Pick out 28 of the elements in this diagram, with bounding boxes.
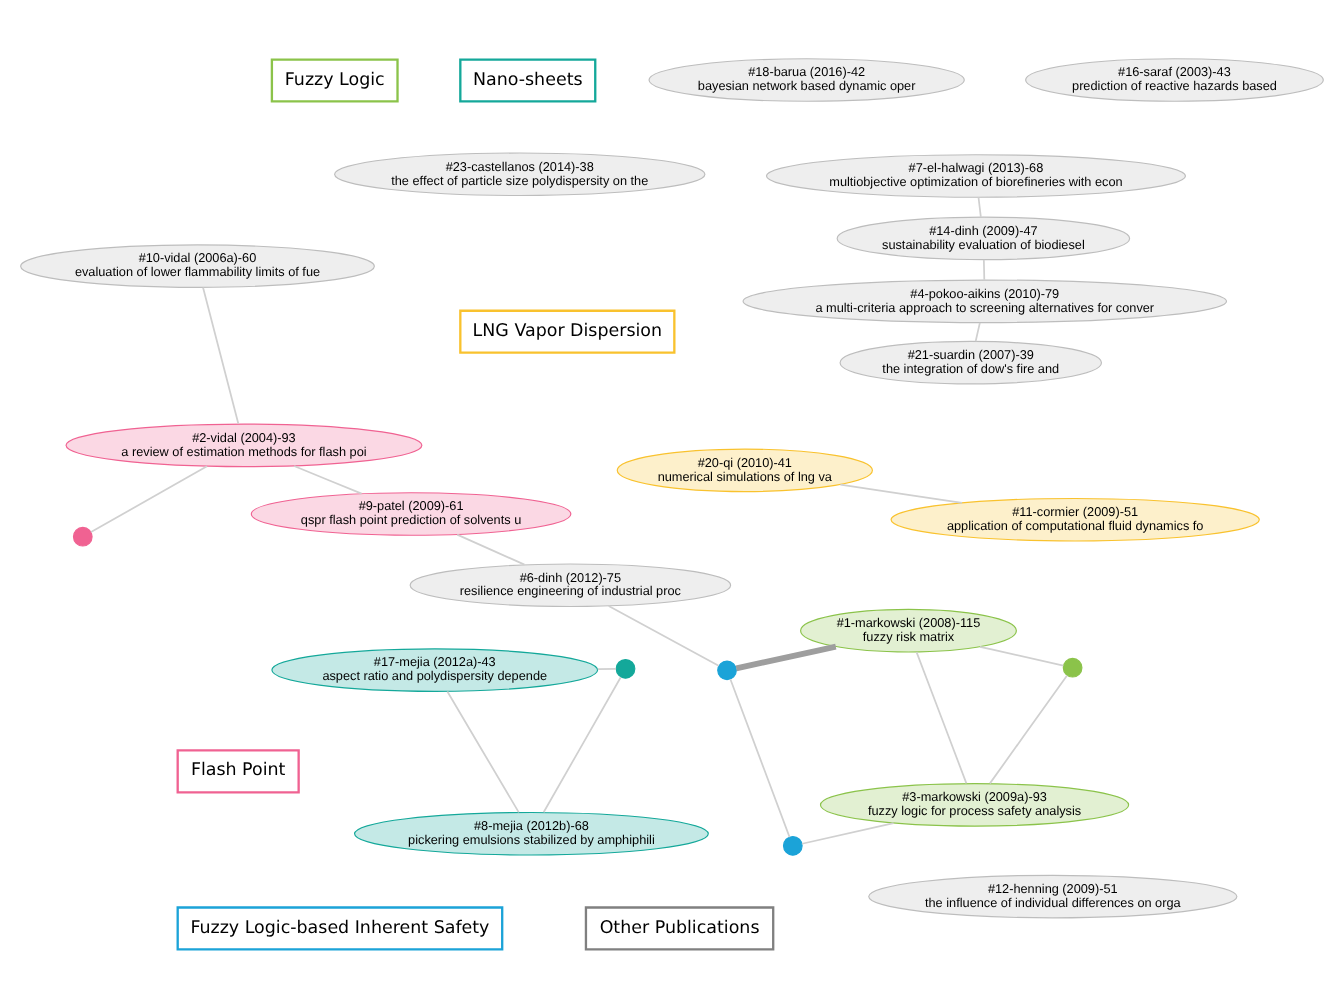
node-circle — [1062, 657, 1083, 678]
connector — [983, 259, 986, 281]
node-circle — [782, 835, 803, 856]
connector — [202, 286, 240, 425]
connector — [977, 196, 982, 218]
connector — [729, 678, 791, 838]
node-circle — [717, 660, 737, 681]
node-box: LNG Vapor Dispersion — [459, 309, 676, 354]
connector — [607, 605, 720, 667]
connector — [979, 645, 1065, 667]
connector — [839, 483, 963, 504]
connector — [90, 465, 208, 533]
node-circle — [615, 658, 636, 679]
node-box: Nano-sheets — [459, 58, 597, 103]
connector — [989, 674, 1068, 785]
connector — [446, 690, 520, 814]
node-box: Flash Point — [176, 749, 300, 794]
connector — [915, 651, 968, 785]
node-box: Fuzzy Logic — [270, 58, 399, 103]
connector — [293, 465, 363, 495]
connector — [735, 643, 837, 672]
connector — [596, 668, 617, 670]
connector — [542, 676, 622, 814]
connector — [801, 822, 895, 845]
node-circle — [72, 526, 93, 547]
node-box: Fuzzy Logic-based Inherent Safety — [176, 906, 504, 951]
node-box: Other Publications — [584, 906, 775, 951]
connector — [974, 322, 981, 343]
